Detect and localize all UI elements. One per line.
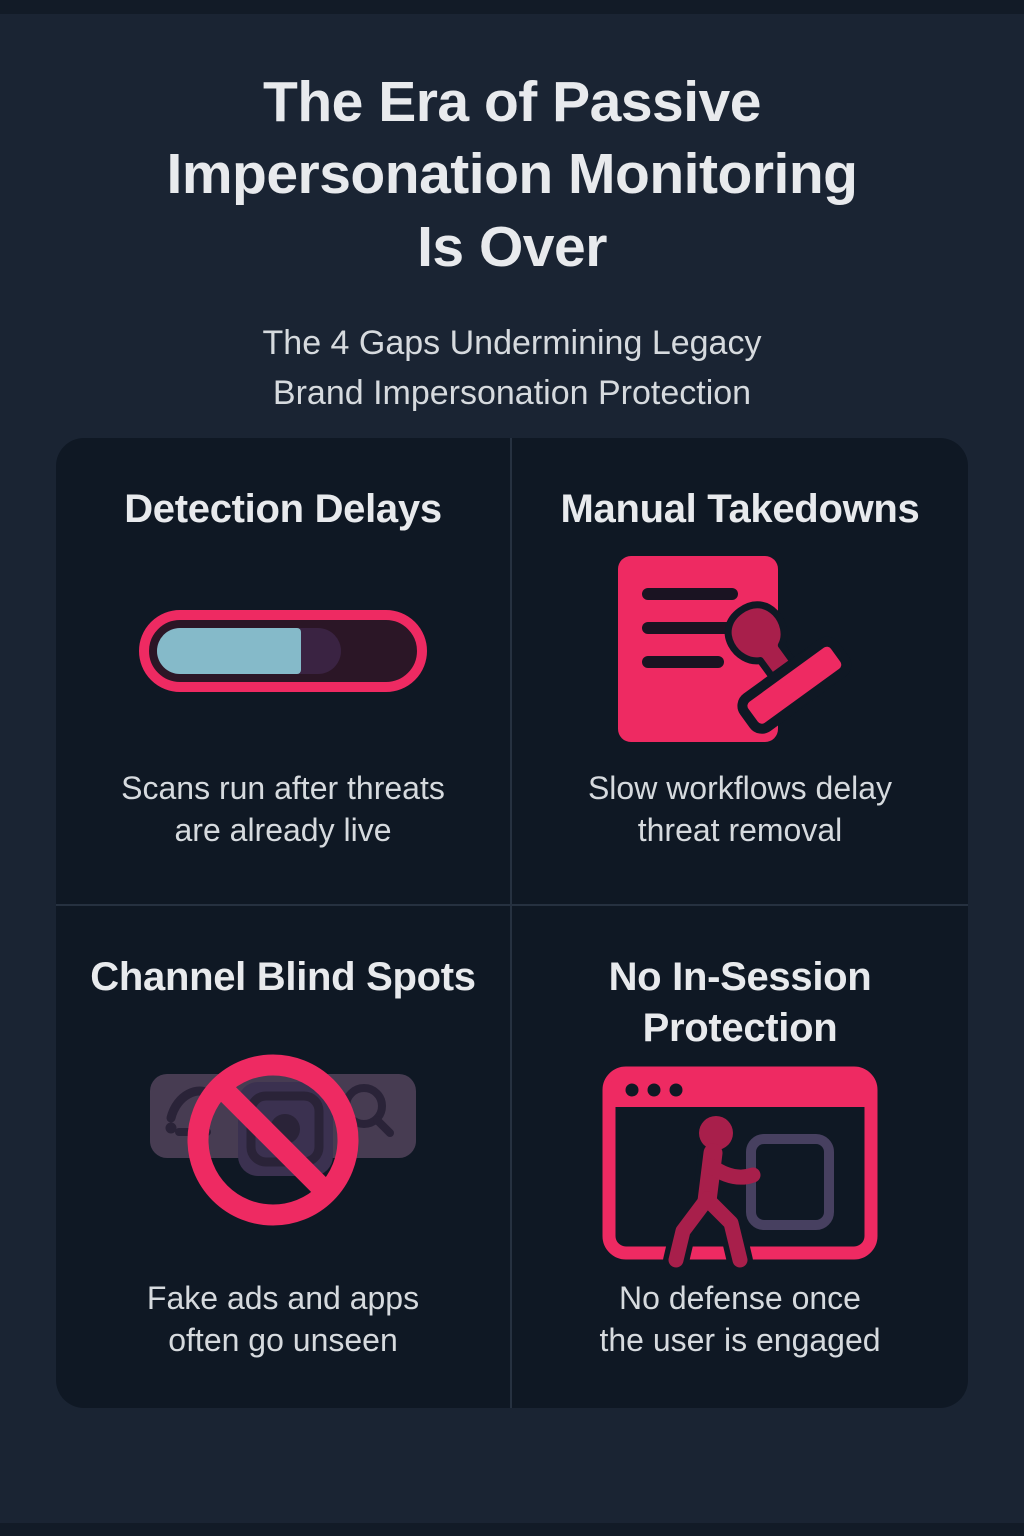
card-title: Manual Takedowns <box>560 487 920 531</box>
page-subtitle: The 4 Gaps Undermining Legacy Brand Impe… <box>0 319 1024 419</box>
progress-fill <box>157 628 301 675</box>
prohibition-channels-icon <box>150 1054 416 1226</box>
card-title: Channel Blind Spots <box>90 955 476 999</box>
subtitle-line: Brand Impersonation Protection <box>272 374 752 413</box>
title-line: Is Over <box>417 214 607 279</box>
page-title: The Era of Passive Impersonation Monitor… <box>0 66 1024 283</box>
card-description: Fake ads and apps often go unseen <box>146 1279 420 1359</box>
subtitle-line: The 4 Gaps Undermining Legacy <box>262 324 762 363</box>
card-manual-takedowns: Manual Takedowns Slow workflows delay th… <box>512 438 968 906</box>
card-no-in-session-protection: No In-Session Protection <box>512 906 968 1408</box>
walking-user-glyph <box>663 1115 761 1269</box>
card-description: Slow workflows delay threat removal <box>587 769 893 849</box>
header: The Era of Passive Impersonation Monitor… <box>0 0 1024 419</box>
tablet-glyph <box>746 1133 834 1230</box>
gaps-panel: Detection Delays Scans run after threats… <box>56 438 968 1408</box>
prohibition-sign <box>187 1054 359 1226</box>
card-description: Scans run after threats are already live <box>121 769 445 849</box>
card-title: Detection Delays <box>124 487 442 531</box>
card-description: No defense once the user is engaged <box>599 1279 881 1359</box>
card-detection-delays: Detection Delays Scans run after threats… <box>56 438 512 906</box>
card-channel-blind-spots: Channel Blind Spots <box>56 906 512 1408</box>
browser-user-icon <box>602 1066 878 1269</box>
title-line: The Era of Passive <box>263 70 761 134</box>
card-title: No In-Session Protection <box>608 955 872 1051</box>
document-stamp-icon <box>618 556 852 743</box>
progress-bar-icon <box>139 610 427 693</box>
title-line: Impersonation Monitoring <box>166 142 858 207</box>
top-edge-strip <box>0 0 1024 14</box>
bottom-edge-strip <box>0 1523 1024 1536</box>
